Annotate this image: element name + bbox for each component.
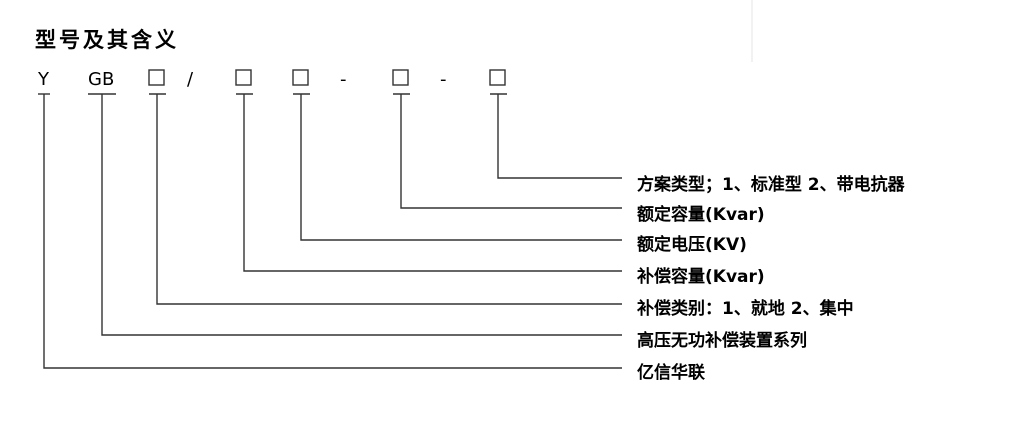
- code-dash-2: -: [440, 69, 447, 90]
- code-slash: /: [187, 69, 194, 90]
- desc-scheme-type: 方案类型；1、标准型 2、带电抗器: [637, 174, 906, 195]
- code-box-compensation-capacity: [235, 69, 252, 86]
- leader-compensation-capacity: [243, 94, 622, 272]
- desc-brand: 亿信华联: [637, 362, 705, 383]
- desc-series: 高压无功补偿装置系列: [637, 330, 807, 351]
- code-box-compensation-type: [148, 69, 165, 86]
- leader-scheme-type: [497, 94, 622, 179]
- code-box-rated-capacity: [392, 69, 409, 86]
- leader-rated-capacity: [400, 94, 622, 209]
- leader-compensation-type: [156, 94, 622, 305]
- code-box-rated-voltage: [292, 69, 309, 86]
- page-title: 型号及其含义: [35, 28, 179, 52]
- leader-brand: [43, 94, 622, 369]
- code-box-scheme-type: [489, 69, 506, 86]
- code-y: Y: [37, 69, 50, 90]
- desc-compensation-capacity: 补偿容量(Kvar): [636, 266, 765, 287]
- desc-rated-capacity: 额定容量(Kvar): [637, 204, 765, 225]
- desc-compensation-type: 补偿类别：1、就地 2、集中: [636, 298, 854, 319]
- desc-rated-voltage: 额定电压(KV): [637, 234, 747, 255]
- leader-rated-voltage: [300, 94, 622, 241]
- leader-series: [101, 94, 622, 336]
- code-dash-1: -: [340, 69, 347, 90]
- code-gb: GB: [88, 69, 114, 90]
